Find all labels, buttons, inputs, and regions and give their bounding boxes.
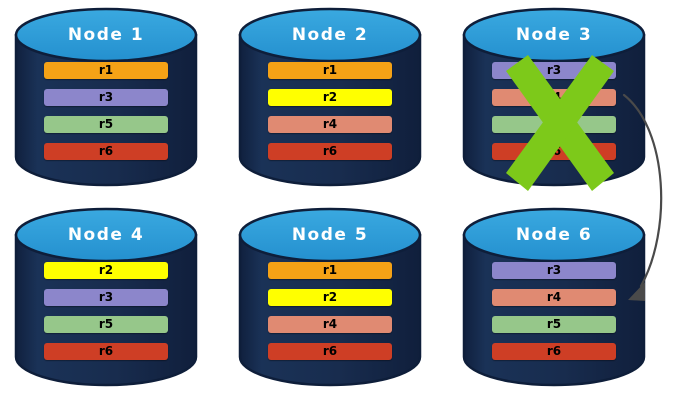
replica-bar[interactable]: r5 bbox=[44, 116, 168, 133]
replica-bar[interactable]: r1 bbox=[44, 62, 168, 79]
replica-bar[interactable]: r2 bbox=[268, 89, 392, 106]
replica-list: r1 r2 r4 r6 bbox=[268, 262, 392, 360]
replica-bar[interactable]: r5 bbox=[492, 116, 616, 133]
replica-bar[interactable]: r4 bbox=[492, 89, 616, 106]
replica-bar[interactable]: r1 bbox=[268, 262, 392, 279]
replica-bar[interactable]: r3 bbox=[492, 62, 616, 79]
replica-bar[interactable]: r4 bbox=[268, 116, 392, 133]
replica-list: r1 r2 r4 r6 bbox=[268, 62, 392, 160]
replica-bar[interactable]: r3 bbox=[44, 289, 168, 306]
replica-bar[interactable]: r3 bbox=[492, 262, 616, 279]
replica-bar[interactable]: r6 bbox=[268, 343, 392, 360]
replica-bar[interactable]: r6 bbox=[44, 143, 168, 160]
replica-bar[interactable]: r4 bbox=[492, 289, 616, 306]
replica-list: r3 r4 r5 r6 bbox=[492, 62, 616, 160]
replica-bar[interactable]: r6 bbox=[492, 343, 616, 360]
replica-bar[interactable]: r3 bbox=[44, 89, 168, 106]
replica-bar[interactable]: r2 bbox=[44, 262, 168, 279]
replica-bar[interactable]: r6 bbox=[268, 143, 392, 160]
replica-bar[interactable]: r2 bbox=[268, 289, 392, 306]
replica-list: r3 r4 r5 r6 bbox=[492, 262, 616, 360]
replica-bar[interactable]: r6 bbox=[492, 143, 616, 160]
replica-bar[interactable]: r5 bbox=[492, 316, 616, 333]
replica-bar[interactable]: r6 bbox=[44, 343, 168, 360]
replica-bar[interactable]: r4 bbox=[268, 316, 392, 333]
replica-list: r1 r3 r5 r6 bbox=[44, 62, 168, 160]
replica-list: r2 r3 r5 r6 bbox=[44, 262, 168, 360]
replica-bar[interactable]: r5 bbox=[44, 316, 168, 333]
replica-bar[interactable]: r1 bbox=[268, 62, 392, 79]
